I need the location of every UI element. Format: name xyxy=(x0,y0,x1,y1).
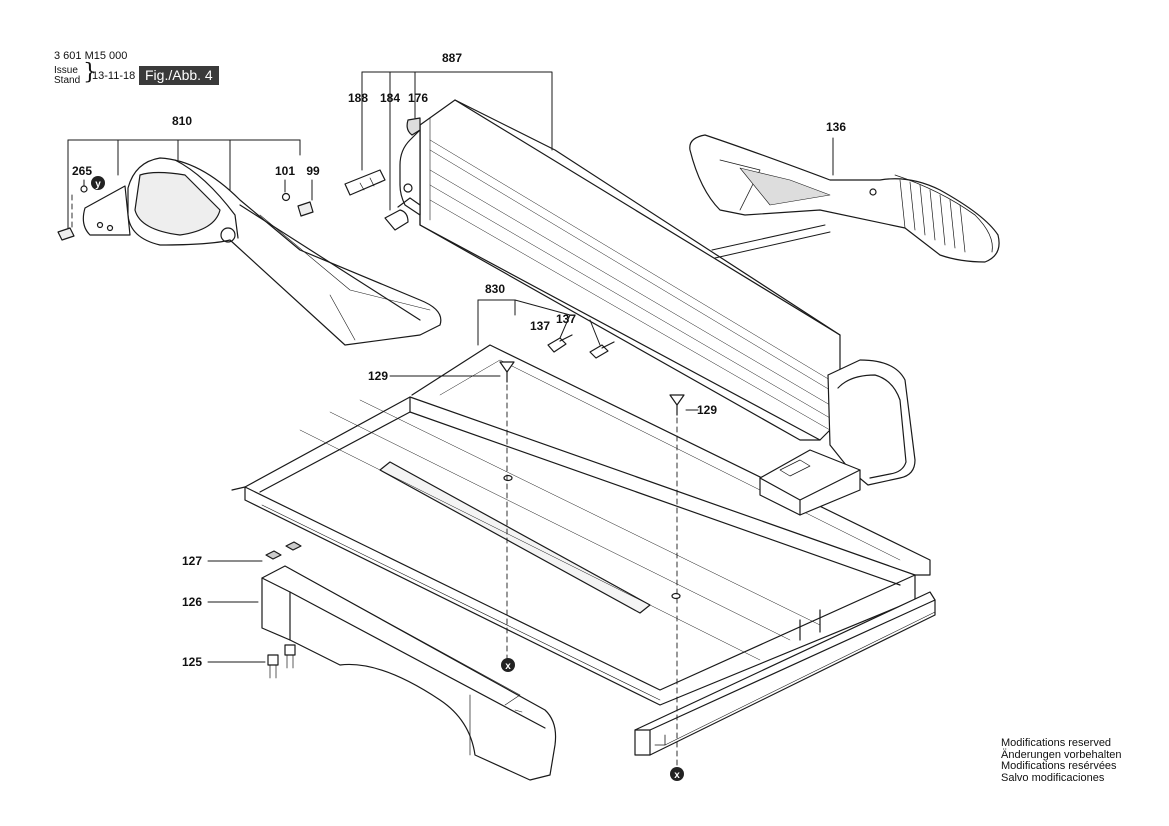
screw-parts-129 xyxy=(499,361,685,416)
callout-184: 184 xyxy=(380,91,400,105)
issue-label: Issue xyxy=(54,65,78,76)
clip-parts xyxy=(344,169,421,231)
footer-line: Modifications resérvées xyxy=(1001,760,1117,772)
marker-x: x xyxy=(501,658,515,672)
footer-line: Salvo modificaciones xyxy=(1001,771,1105,784)
blade-guard-part xyxy=(82,157,442,346)
part-code: 3 601 M15 000 xyxy=(54,50,128,62)
callout-127: 127 xyxy=(182,554,202,568)
nut-parts-127 xyxy=(265,541,302,560)
svg-text:x: x xyxy=(505,661,511,672)
svg-text:x: x xyxy=(674,770,680,781)
callout-830: 830 xyxy=(485,282,505,296)
callout-101: 101 xyxy=(275,164,295,178)
stand-label: Stand xyxy=(54,75,81,86)
callout-136: 136 xyxy=(826,120,846,134)
callout-176: 176 xyxy=(408,91,428,105)
bracket-hardware-part xyxy=(57,185,314,241)
bolt-parts-137 xyxy=(547,334,615,359)
screw-parts-125 xyxy=(267,644,296,679)
callout-265: 265 xyxy=(72,164,92,178)
callout-labels: 887 188 184 176 810 265 101 99 136 830 1… xyxy=(72,51,846,669)
callout-887: 887 xyxy=(442,51,462,65)
fence-part xyxy=(399,99,916,516)
footer-line: Änderungen vorbehalten xyxy=(1001,748,1122,761)
hole-mark xyxy=(503,474,513,482)
hole-mark xyxy=(671,592,681,600)
issue-stand-labels: Issue Stand xyxy=(54,66,80,86)
callout-99: 99 xyxy=(306,164,320,178)
callout-188: 188 xyxy=(348,91,368,105)
callout-126: 126 xyxy=(182,595,202,609)
marker-y: y xyxy=(91,176,105,190)
callout-137-a: 137 xyxy=(530,319,550,333)
leader-lines xyxy=(67,71,834,663)
callout-129-b: 129 xyxy=(697,403,717,417)
brace-glyph: } xyxy=(83,60,97,85)
front-rail-part xyxy=(634,591,936,756)
callout-810: 810 xyxy=(172,114,192,128)
table-top-part xyxy=(231,344,931,706)
footer-notes: Modifications reserved Änderungen vorbeh… xyxy=(1001,737,1122,784)
handle-part xyxy=(689,134,1000,263)
figure-label: Fig./Abb. 4 xyxy=(139,66,219,85)
svg-text:y: y xyxy=(95,179,101,190)
callout-129-a: 129 xyxy=(368,369,388,383)
footer-line: Modifications reserved xyxy=(1001,737,1112,749)
callout-137-b: 137 xyxy=(556,312,576,326)
issue-date: 13-11-18 xyxy=(92,70,136,82)
marker-x: x xyxy=(670,767,684,781)
support-leg-part xyxy=(261,565,557,781)
callout-125: 125 xyxy=(182,655,202,669)
